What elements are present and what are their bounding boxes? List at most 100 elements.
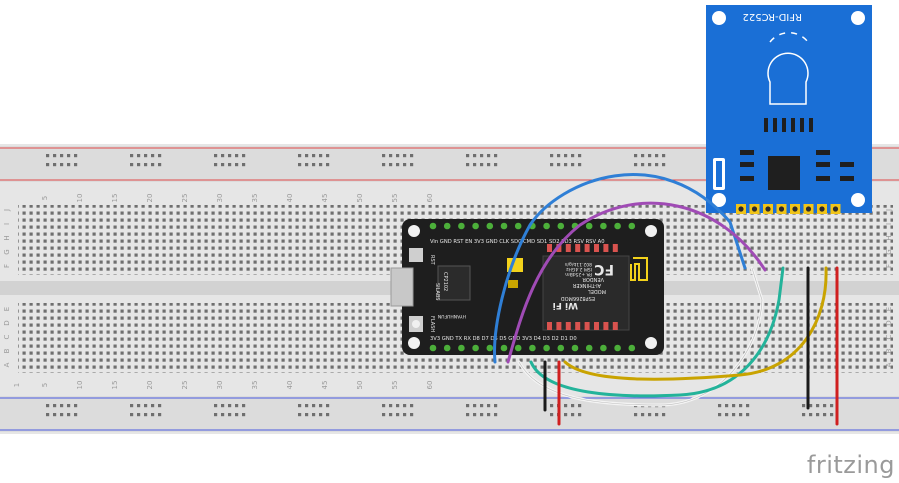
- rail-hole: [46, 413, 50, 417]
- nodemcu-pin: [600, 222, 607, 230]
- rail-hole: [298, 154, 302, 158]
- rail-hole: [578, 163, 582, 167]
- wire-purple[interactable]: [506, 201, 767, 364]
- rail-hole: [389, 404, 393, 408]
- wire-yellow[interactable]: [563, 266, 828, 381]
- rail-hole: [228, 404, 232, 408]
- nodemcu-pin: [429, 344, 437, 352]
- rfid-pin-hole: [738, 206, 744, 212]
- rail-hole: [466, 413, 470, 417]
- rail-hole: [466, 404, 470, 408]
- rail-hole: [725, 413, 729, 417]
- rail-hole: [494, 404, 498, 408]
- rail-hole: [830, 404, 834, 408]
- esp-pad: [612, 244, 618, 252]
- rail-hole: [634, 163, 638, 167]
- rail-hole: [137, 163, 141, 167]
- rfid-rc522-module[interactable]: RFID-RC522: [706, 5, 872, 214]
- esp-pad: [612, 322, 618, 330]
- nodemcu-pin: [600, 344, 607, 352]
- rail-hole: [550, 163, 554, 167]
- rail-hole: [557, 154, 561, 158]
- column-number: 60: [426, 381, 434, 390]
- rail-hole: [158, 154, 162, 158]
- rail-hole: [144, 413, 148, 417]
- rail-hole: [53, 413, 57, 417]
- rail-hole: [235, 413, 239, 417]
- rail-hole: [480, 404, 484, 408]
- rail-hole: [410, 413, 414, 417]
- rail-hole: [641, 163, 645, 167]
- nodemcu-pin: [543, 222, 550, 230]
- nodemcu-top-pin-labels: Vin GND RST EN 3V3 GND CLK SD0 CMD SD1 S…: [430, 239, 605, 245]
- rail-hole: [578, 154, 582, 158]
- rail-hole: [130, 154, 134, 158]
- row-letter: J: [3, 209, 11, 212]
- rail-hole: [396, 163, 400, 167]
- flash-button-cap: [412, 320, 420, 328]
- rail-hole: [382, 163, 386, 167]
- rail-hole: [389, 163, 393, 167]
- column-number: 60: [426, 194, 434, 203]
- column-number: 15: [111, 381, 119, 390]
- rfid-crystal-inner: [716, 161, 722, 187]
- rail-hole: [396, 154, 400, 158]
- rfid-mount-hole-br: [851, 193, 865, 207]
- fcc-logo: FC: [594, 261, 614, 277]
- nodemcu-top-pin-header: [429, 222, 636, 230]
- rfid-smd: [740, 162, 754, 167]
- esp-pad: [594, 322, 599, 330]
- rfid-smd: [782, 118, 786, 132]
- rail-hole: [228, 154, 232, 158]
- rfid-pin-hole: [751, 206, 758, 212]
- mount-hole-tl: [408, 225, 420, 237]
- column-number: 55: [391, 194, 399, 203]
- rail-hole: [634, 413, 638, 417]
- rail-hole: [382, 154, 386, 158]
- nodemcu-pin: [458, 344, 465, 352]
- rail-hole: [144, 154, 148, 158]
- esp-pad: [547, 322, 552, 330]
- chip-model: CP2102: [442, 272, 448, 291]
- row-letter: D: [3, 320, 11, 325]
- rail-hole: [235, 404, 239, 408]
- row-letter: A: [3, 362, 11, 367]
- row-letter: G: [3, 249, 11, 254]
- esp-pad: [556, 322, 562, 330]
- rfid-mount-hole-tr: [851, 11, 865, 25]
- flash-label: FLASH: [429, 316, 435, 332]
- rail-hole: [305, 163, 309, 167]
- rail-hole: [151, 154, 155, 158]
- esp-pad: [603, 322, 609, 330]
- row-letter: I: [3, 223, 11, 225]
- rail-hole: [473, 404, 477, 408]
- row-letter: H: [3, 235, 11, 240]
- rfid-smd: [791, 118, 795, 132]
- row-letter: C: [3, 334, 11, 339]
- row-letter: G: [885, 249, 893, 254]
- rail-hole: [221, 413, 225, 417]
- rail-hole: [67, 154, 71, 158]
- wire-blue[interactable]: [493, 173, 747, 364]
- module-name: ESP8266MOD: [561, 295, 595, 301]
- rst-button[interactable]: [409, 248, 423, 262]
- column-number: 10: [76, 194, 84, 203]
- rail-hole: [403, 413, 407, 417]
- row-letter: A: [885, 362, 893, 367]
- row-letter: J: [885, 209, 893, 212]
- row-letter: E: [3, 307, 11, 311]
- rail-hole: [739, 404, 743, 408]
- esp-pad: [565, 244, 571, 252]
- rail-hole: [466, 154, 470, 158]
- nodemcu-board[interactable]: Vin GND RST EN 3V3 GND CLK SD0 CMD SD1 S…: [390, 219, 664, 355]
- nodemcu-pin: [486, 222, 494, 230]
- rail-hole: [473, 413, 477, 417]
- rail-hole: [487, 163, 491, 167]
- rail-hole: [466, 163, 470, 167]
- row-letter: C: [885, 334, 893, 339]
- esp-pad: [565, 322, 571, 330]
- rail-hole: [158, 404, 162, 408]
- power-label: PA +25dBm: [565, 271, 592, 277]
